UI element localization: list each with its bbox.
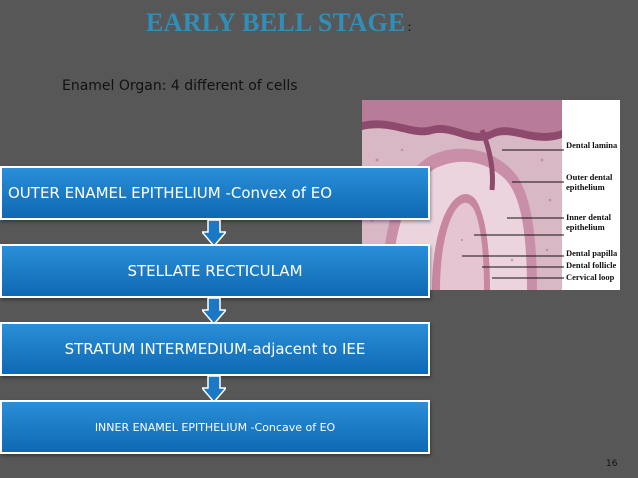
- step-label: INNER ENAMEL EPITHELIUM -Concave of EO: [95, 421, 335, 434]
- label-inner-epithelium: epithelium: [566, 222, 605, 232]
- label-dental-papilla: Dental papilla: [566, 248, 617, 258]
- down-arrow-icon: [202, 298, 226, 324]
- step-label: STELLATE RECTICULAM: [127, 262, 302, 280]
- down-arrow-icon: [202, 220, 226, 246]
- step-inner-enamel-epithelium: INNER ENAMEL EPITHELIUM -Concave of EO: [0, 400, 430, 454]
- slide-title-colon: :: [408, 20, 412, 35]
- slide-title: EARLY BELL STAGE:: [146, 8, 412, 38]
- step-stratum-intermedium: STRATUM INTERMEDIUM-adjacent to IEE: [0, 322, 430, 376]
- label-outer-dental: Outer dental: [566, 172, 612, 182]
- step-outer-enamel-epithelium: OUTER ENAMEL EPITHELIUM -Convex of EO: [0, 166, 430, 220]
- slide-title-text: EARLY BELL STAGE: [146, 8, 406, 37]
- step-label: STRATUM INTERMEDIUM-adjacent to IEE: [65, 340, 366, 358]
- label-cervical-loop: Cervical loop: [566, 272, 614, 282]
- label-outer-epithelium: epithelium: [566, 182, 605, 192]
- step-label: OUTER ENAMEL EPITHELIUM -Convex of EO: [8, 184, 332, 202]
- step-stellate-reticulum: STELLATE RECTICULAM: [0, 244, 430, 298]
- page-number: 16: [606, 459, 617, 469]
- label-inner-dental: Inner dental: [566, 212, 611, 222]
- label-dental-lamina: Dental lamina: [566, 140, 617, 150]
- down-arrow-icon: [202, 376, 226, 402]
- slide-subtitle: Enamel Organ: 4 different of cells: [62, 78, 298, 94]
- label-dental-follicle: Dental follicle: [566, 260, 616, 270]
